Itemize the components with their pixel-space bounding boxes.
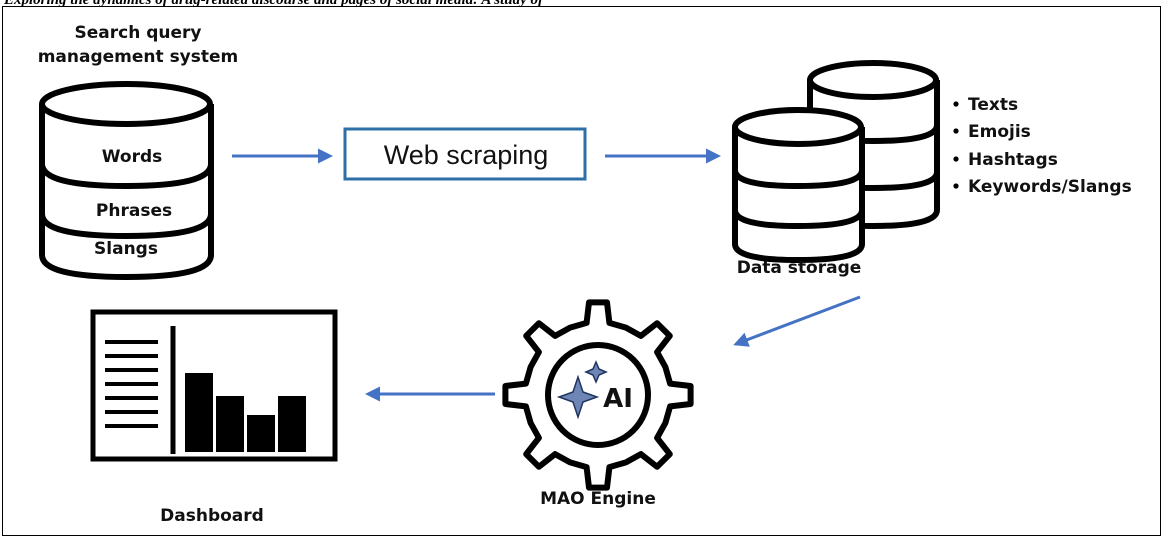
- bullet-emojis: Emojis: [968, 122, 1031, 142]
- search-query-database-icon: [39, 81, 214, 281]
- data-storage-database-icon: [732, 60, 940, 264]
- dashboard-bar: [247, 415, 275, 452]
- arrow-storage-to-engine: [733, 295, 861, 347]
- gear-icon: [502, 299, 694, 491]
- dashboard-bar: [185, 373, 213, 452]
- ai-badge: AI: [603, 384, 633, 414]
- dashboard-bar: [278, 396, 306, 452]
- web-scraping-box: [343, 127, 587, 181]
- sparkle-icon: [556, 360, 608, 420]
- bullet-hashtags: Hashtags: [968, 150, 1058, 170]
- source-item-phrases: Phrases: [96, 201, 172, 221]
- bullet-texts: Texts: [968, 95, 1018, 115]
- source-item-words: Words: [102, 147, 163, 167]
- data-storage-label: Data storage: [737, 258, 862, 278]
- dashboard-label: Dashboard: [160, 506, 264, 526]
- web-scraping-label: Web scraping: [384, 140, 549, 170]
- dashboard-bar-chart: [185, 373, 306, 452]
- source-title-line1: Search query: [75, 23, 202, 43]
- storage-bullet-list: Texts Emojis Hashtags Keywords/Slangs: [953, 95, 1132, 197]
- mao-engine-label: MAO Engine: [540, 489, 656, 509]
- figure-frame: [2, 6, 1161, 536]
- dashboard-text-lines: [105, 340, 158, 428]
- source-item-slangs: Slangs: [94, 239, 158, 259]
- source-title-line2: management system: [38, 47, 239, 67]
- dashboard-bar: [216, 396, 244, 452]
- bullet-keywords-slangs: Keywords/Slangs: [968, 177, 1132, 197]
- figure-caption: Exploring the dynamics of drug-related d…: [4, 0, 544, 8]
